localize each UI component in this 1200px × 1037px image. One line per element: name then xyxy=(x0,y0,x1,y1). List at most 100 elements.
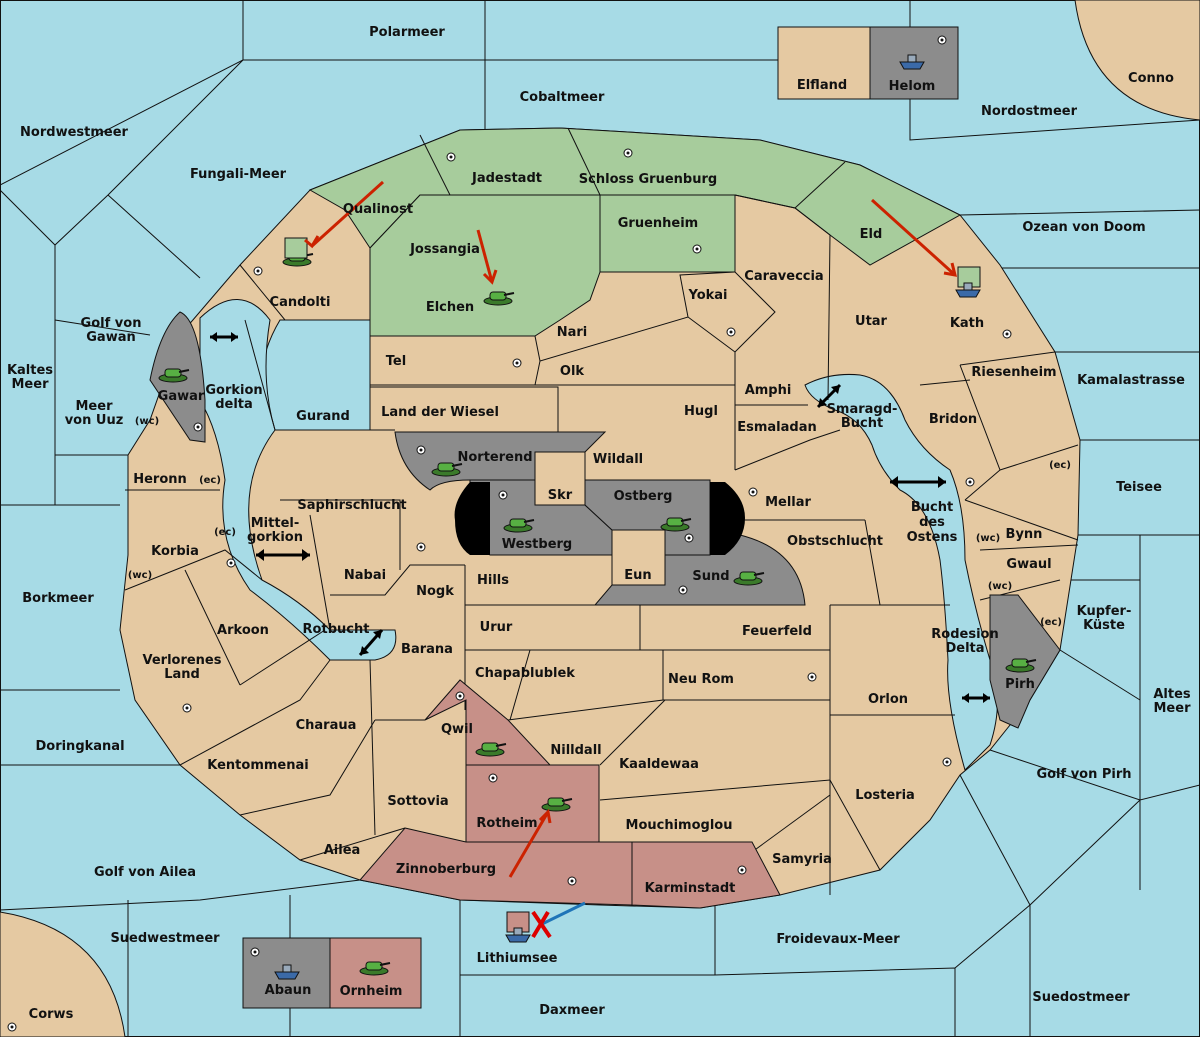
territory-label: Losteria xyxy=(855,788,915,803)
sea-label: Altes xyxy=(1153,687,1191,702)
order-arrows xyxy=(304,180,958,939)
territory-eun[interactable] xyxy=(611,529,666,586)
sea-label: Kupfer- xyxy=(1077,604,1132,619)
supply-center-icon xyxy=(726,327,736,337)
sea-label: Meer xyxy=(12,377,50,392)
territory-label: Corws xyxy=(29,1007,74,1022)
territory-label: Zinnoberburg xyxy=(396,862,496,877)
territory-elfland[interactable] xyxy=(777,26,871,100)
territory-label: Kaaldewaa xyxy=(619,757,699,772)
territory-label: Mellar xyxy=(765,495,811,510)
territory-label: Schloss Gruenburg xyxy=(579,172,717,187)
sea-label: Nordostmeer xyxy=(981,104,1078,119)
supply-center-icon xyxy=(737,865,747,875)
canal-east-cap xyxy=(710,482,745,555)
sea-label: Borkmeer xyxy=(22,591,94,606)
territory-label: Eld xyxy=(860,227,883,242)
coast-label: (ec) xyxy=(199,475,221,486)
territory-label: Kentommenai xyxy=(207,758,308,773)
coast-labels: (wc) (ec) (ec) (wc) (ec) (wc) (wc) (ec) xyxy=(128,416,1071,628)
canal-arrow xyxy=(962,693,990,703)
sea-label: Doringkanal xyxy=(35,739,124,754)
move-arrow xyxy=(508,811,550,878)
sea-label: Kamalastrasse xyxy=(1077,373,1185,388)
supply-center-icon xyxy=(193,422,203,432)
canal-arrow xyxy=(358,629,384,656)
sea-label: Fungali-Meer xyxy=(190,167,287,182)
land-labels: Conno Elfland Helom Qualinost Jadestadt … xyxy=(29,71,1174,1022)
supply-center-icon xyxy=(7,1022,17,1032)
territory-label: Yokai xyxy=(687,288,727,303)
move-arrow xyxy=(476,229,494,283)
territory-label: Norterend xyxy=(457,450,532,465)
territory-group-green-center xyxy=(369,194,601,337)
territory-skr[interactable] xyxy=(534,451,586,506)
ship-icon xyxy=(505,927,531,943)
territory-label: Pirh xyxy=(1005,677,1035,692)
territory-rotheim[interactable] xyxy=(465,764,600,843)
move-arrow xyxy=(310,180,385,248)
supply-center-icon xyxy=(623,148,633,158)
territory-label: Abaun xyxy=(265,983,312,998)
sea-label: Golf von Pirh xyxy=(1036,767,1131,782)
sea-label: Golf von Ailea xyxy=(94,865,196,880)
sea-label: Rodesion xyxy=(931,627,998,642)
sea-label: Lithiumsee xyxy=(477,951,558,966)
territory-label: Elchen xyxy=(426,300,474,315)
tank-icon xyxy=(1005,658,1037,673)
territory-karminstadt[interactable] xyxy=(631,841,781,909)
territory-label: Esmaladan xyxy=(737,420,817,435)
territory-label: Orlon xyxy=(868,692,908,707)
territory-label: Korbia xyxy=(151,544,199,559)
coast-label: (ec) xyxy=(214,527,236,538)
supply-center-icon xyxy=(512,358,522,368)
territory-label: Hugl xyxy=(684,404,718,419)
territory-label: Ostberg xyxy=(614,489,673,504)
territory-corws[interactable] xyxy=(0,911,126,1037)
supply-center-icon xyxy=(488,773,498,783)
sea-label: von Uuz xyxy=(65,413,124,428)
territory-label: Land der Wiesel xyxy=(381,405,499,420)
territory-label: Nari xyxy=(557,325,588,340)
tank-icon xyxy=(660,517,692,532)
territory-conno[interactable] xyxy=(1074,0,1200,121)
coast-label: (wc) xyxy=(988,581,1012,592)
sea-label: Rotbucht xyxy=(303,622,370,637)
territory-label: Verlorenes xyxy=(142,653,221,668)
sea-label: Gawan xyxy=(86,330,135,345)
units xyxy=(158,54,1037,980)
territory-borders xyxy=(124,127,1079,895)
territory-label: Jadestadt xyxy=(471,171,542,186)
territory-label: Barana xyxy=(401,642,453,657)
territory-label: Ailea xyxy=(324,843,361,858)
territory-label: Feuerfeld xyxy=(742,624,812,639)
supply-center-icon xyxy=(965,477,975,487)
territory-label: Helom xyxy=(889,79,936,94)
supply-center-icon xyxy=(446,152,456,162)
territory-label: Nogk xyxy=(416,584,454,599)
territory-gruenheim[interactable] xyxy=(599,194,736,273)
territory-label: Hills xyxy=(477,573,509,588)
retreat-arrow xyxy=(539,901,586,927)
tank-icon xyxy=(158,368,190,383)
territory-label: Conno xyxy=(1128,71,1174,86)
coast-label: (ec) xyxy=(1049,460,1071,471)
move-arrow xyxy=(870,198,957,277)
sea-label: Daxmeer xyxy=(539,1003,605,1018)
territory-label: Obstschlucht xyxy=(787,534,883,549)
canal-arrow xyxy=(210,332,238,342)
supply-center-icon xyxy=(416,542,426,552)
cancel-mark xyxy=(531,910,552,939)
sea-label: Teisee xyxy=(1116,480,1162,495)
territory-label: Karminstadt xyxy=(645,881,736,896)
territory-label: Land xyxy=(164,667,200,682)
territory-label: Urur xyxy=(480,620,513,635)
territory-label: Amphi xyxy=(745,383,792,398)
supply-center-icon xyxy=(182,703,192,713)
bay-east xyxy=(804,374,998,771)
territory-label: Chapablublek xyxy=(475,666,575,681)
supply-centers xyxy=(7,35,1012,1032)
territory-label: Riesenheim xyxy=(971,365,1056,380)
canal-arrow xyxy=(816,383,842,409)
